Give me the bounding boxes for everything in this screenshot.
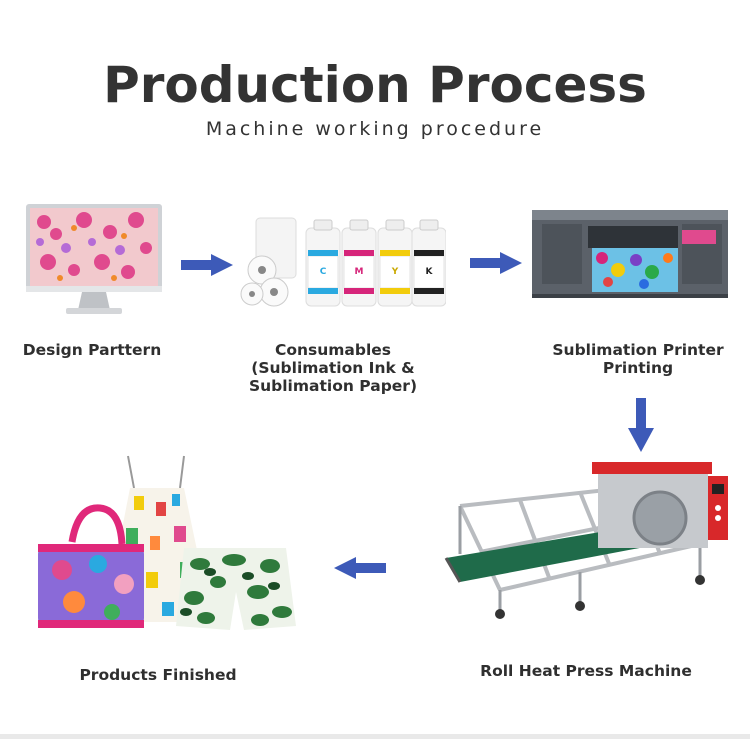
arrow-right-icon xyxy=(181,254,233,276)
products-finished-image xyxy=(38,455,296,630)
consumables-image: C M Y K xyxy=(240,217,446,307)
page-subtitle: Machine working procedure xyxy=(205,118,545,140)
ink-bottle-m: M xyxy=(355,267,364,277)
step-label-design: Design Parttern xyxy=(22,341,162,359)
step-label-products: Products Finished xyxy=(79,666,237,684)
arrow-down-icon xyxy=(628,398,654,452)
ink-bottle-c: C xyxy=(320,267,327,277)
step-label-consumables: Consumables (Sublimation Ink & Sublimati… xyxy=(248,341,418,395)
step-label-heat-press: Roll Heat Press Machine xyxy=(480,662,692,680)
page-title: Production Process xyxy=(103,56,647,114)
roll-heat-press-image xyxy=(444,462,728,619)
step-label-printer: Sublimation Printer Printing xyxy=(552,341,724,377)
monitor-design-image xyxy=(26,204,162,314)
sublimation-printer-image xyxy=(532,210,728,298)
bottom-divider xyxy=(0,734,750,739)
ink-bottle-y: Y xyxy=(391,267,399,277)
ink-bottle-k: K xyxy=(426,267,434,277)
arrow-right-icon xyxy=(470,252,522,274)
arrow-left-icon xyxy=(334,557,386,579)
